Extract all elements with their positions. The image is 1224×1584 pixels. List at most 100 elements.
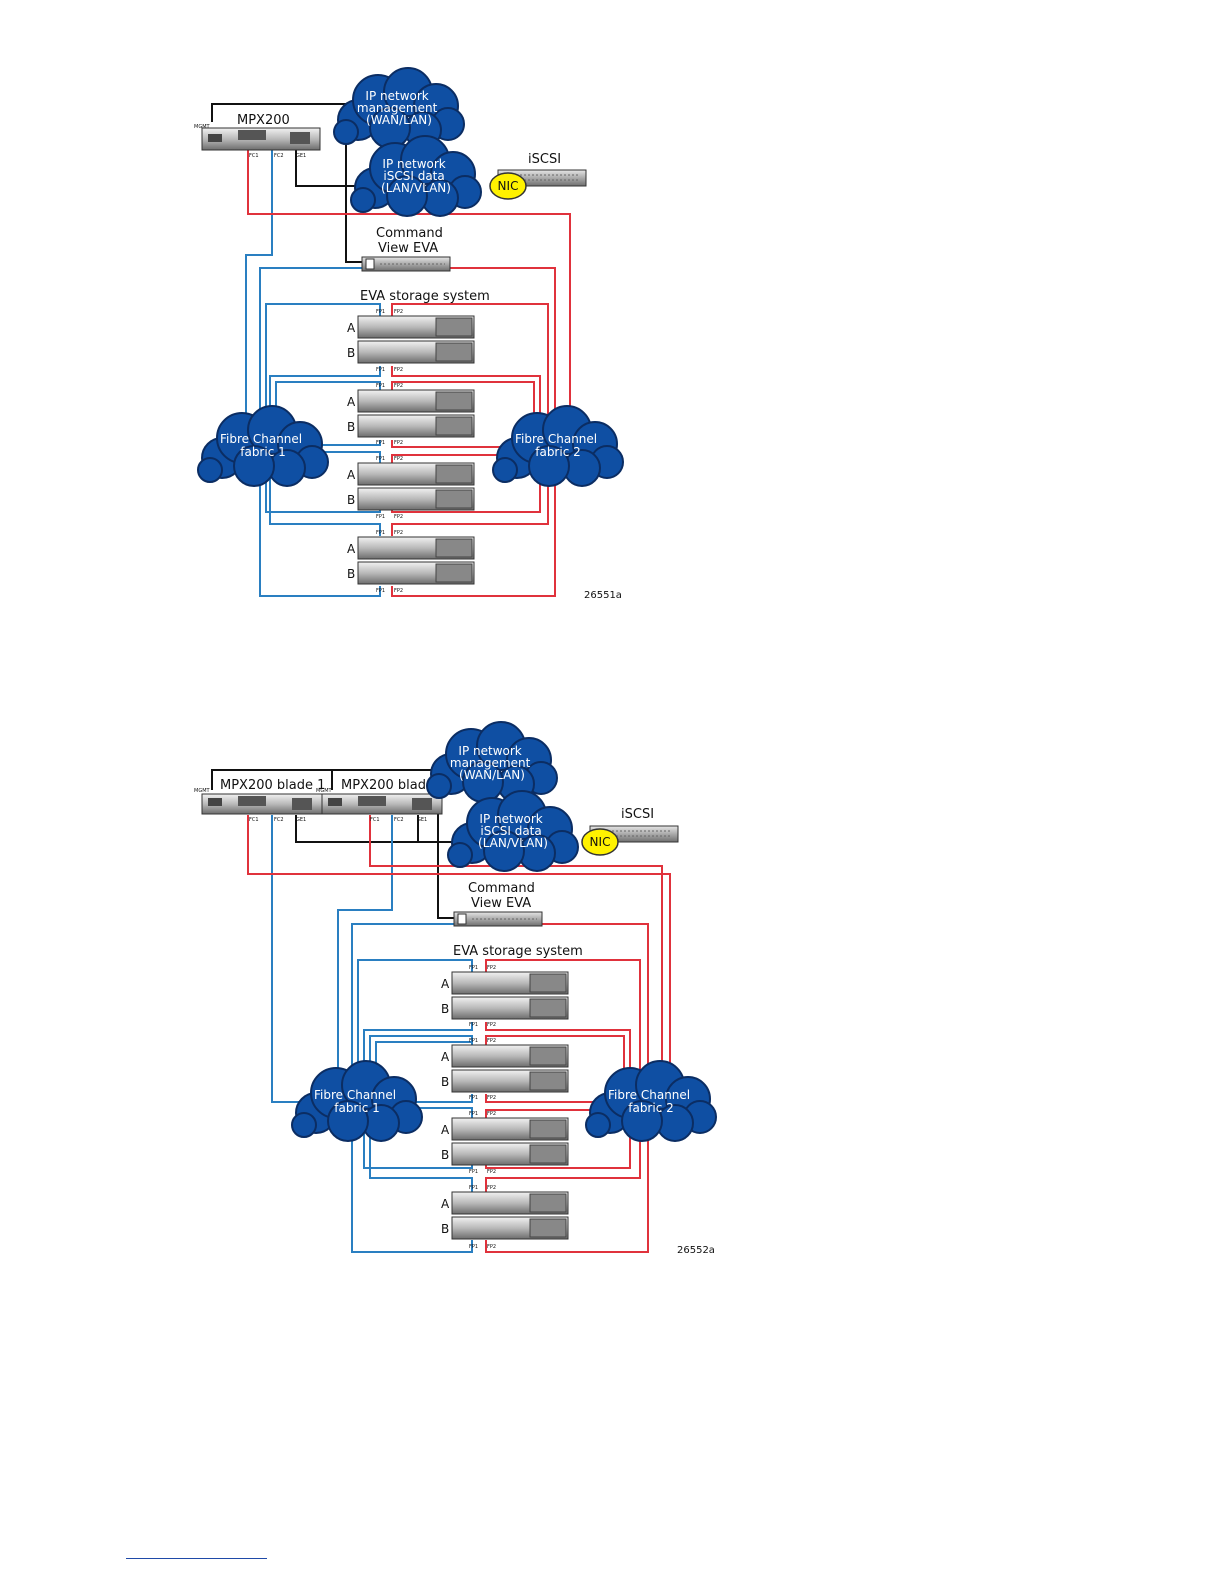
figure-id: 26551a [584, 590, 622, 601]
controller-a-label: A [347, 468, 356, 482]
eva-pair-1: A B FP1 FP2 FP1 FP2 [347, 309, 475, 373]
cloud-mgmt-line1: IP network [458, 744, 521, 758]
fp2-label: FP2 [487, 1022, 496, 1028]
svg-text:IP network management: IP network management (WAN/LAN) [450, 744, 534, 782]
port-ge1-label: GE1 [296, 817, 306, 823]
mpx200-blade2-label: MPX200 blade 2 [341, 778, 446, 793]
fp1-label: FP1 [469, 965, 478, 971]
controller-a-label: A [441, 977, 450, 991]
cloud-mgmt-line2: management [357, 101, 438, 115]
cloud-mgmt-line3: (WAN/LAN) [459, 768, 525, 782]
fp2-label: FP2 [394, 588, 403, 594]
nic-badge [489, 172, 527, 200]
diagram-dual-blade: MPX200 blade 1 MGMT FC1 FC2 GE1 MPX200 b… [194, 721, 717, 1256]
fp1-label: FP1 [376, 530, 385, 536]
ethernet-cables [211, 103, 370, 263]
fp1-label: FP1 [469, 1095, 478, 1101]
port-fc1-label: FC1 [249, 817, 259, 823]
mpx200-label: MPX200 [237, 113, 290, 128]
fp2-label: FP2 [394, 456, 403, 462]
fp2-label: FP2 [487, 1038, 496, 1044]
controller-b-label: B [441, 1002, 449, 1016]
eva-storage-label: EVA storage system [453, 944, 583, 959]
figure-id: 26552a [677, 1245, 715, 1256]
controller-a-label: A [347, 395, 356, 409]
controller-a-label: A [441, 1050, 450, 1064]
port-fc1-label: FC1 [370, 817, 380, 823]
port-fc2-label: FC2 [274, 817, 284, 823]
cv-label-line2: View EVA [471, 896, 531, 911]
fp2-label: FP2 [394, 514, 403, 520]
cloud-mgmt-line1: IP network [365, 89, 428, 103]
eva-pair-3: A B FP1 FP2 FP1 FP2 [347, 456, 475, 520]
cloud-iscsi-line3: (LAN/VLAN) [381, 181, 451, 195]
footnote-rule [126, 1558, 267, 1559]
nic-label: NIC [590, 835, 611, 849]
fp1-label: FP1 [376, 456, 385, 462]
port-fc2-label: FC2 [394, 817, 404, 823]
fp1-label: FP1 [469, 1244, 478, 1250]
controller-a-label: A [347, 542, 356, 556]
fp2-label: FP2 [487, 965, 496, 971]
eva-pair-4: A B FP1 FP2 FP1 FP2 [441, 1185, 569, 1250]
controller-b-label: B [441, 1075, 449, 1089]
fp2-label: FP2 [394, 383, 403, 389]
fp2-label: FP2 [394, 367, 403, 373]
cloud-iscsi-line1: IP network [479, 812, 542, 826]
cv-label-line1: Command [468, 881, 535, 896]
fabric1-cables [271, 815, 473, 1253]
fp1-label: FP1 [469, 1022, 478, 1028]
mgmt-port-label: MGMT [194, 124, 211, 130]
fp1-label: FP1 [376, 440, 385, 446]
controller-a-label: A [347, 321, 356, 335]
svg-text:Fibre Channel fabric 2: Fibre Channel fabric 2 [608, 1088, 694, 1115]
mgmt-port-label: MGMT [194, 788, 211, 794]
fp2-label: FP2 [487, 1095, 496, 1101]
eva-storage-label: EVA storage system [360, 289, 490, 304]
port-fc1-label: FC1 [249, 153, 259, 159]
fabric1-cables [245, 148, 381, 597]
fabric1-line2: fabric 1 [240, 445, 286, 459]
fp1-label: FP1 [469, 1111, 478, 1117]
eva-storage-system: A B FP1 FP2 FP1 FP2 A B FP1 FP2 FP1 FP2 [441, 965, 569, 1250]
controller-a-label: A [441, 1197, 450, 1211]
ethernet-cables [211, 769, 462, 919]
fp1-label: FP1 [376, 588, 385, 594]
nic-badge [581, 828, 619, 856]
fp2-label: FP2 [487, 1111, 496, 1117]
command-view-eva-server: Command View EVA [361, 226, 451, 272]
fabric2-line2: fabric 2 [535, 445, 581, 459]
cloud-iscsi-line1: IP network [382, 157, 445, 171]
iscsi-label: iSCSI [528, 152, 561, 167]
port-ge1-label: GE1 [296, 153, 306, 159]
nic-label: NIC [498, 179, 519, 193]
fabric1-line1: Fibre Channel [314, 1088, 396, 1102]
controller-a-label: A [441, 1123, 450, 1137]
svg-text:Fibre Channel fabric 1: Fibre Channel fabric 1 [314, 1088, 400, 1115]
mpx200-blade1-label: MPX200 blade 1 [220, 778, 325, 793]
fp2-label: FP2 [487, 1185, 496, 1191]
fp2-label: FP2 [487, 1244, 496, 1250]
eva-pair-2: A B FP1 FP2 FP1 FP2 [441, 1038, 569, 1101]
iscsi-label: iSCSI [621, 807, 654, 822]
mpx200-device: MPX200 MGMT FC1 FC2 GE1 [194, 113, 321, 159]
eva-storage-system: A B FP1 FP2 FP1 FP2 A B FP1 FP2 FP1 FP2 [347, 309, 475, 594]
fabric2-line1: Fibre Channel [608, 1088, 690, 1102]
fp1-label: FP1 [376, 309, 385, 315]
port-fc2-label: FC2 [274, 153, 284, 159]
fabric2-line1: Fibre Channel [515, 432, 597, 446]
controller-b-label: B [347, 420, 355, 434]
fabric2-cables [247, 815, 671, 1253]
eva-pair-3: A B FP1 FP2 FP1 FP2 [441, 1111, 569, 1175]
eva-pair-4: A B FP1 FP2 FP1 FP2 [347, 530, 475, 594]
fp1-label: FP1 [376, 514, 385, 520]
fabric2-line2: fabric 2 [628, 1101, 674, 1115]
controller-b-label: B [441, 1148, 449, 1162]
fp2-label: FP2 [487, 1169, 496, 1175]
fp1-label: FP1 [376, 383, 385, 389]
eva-pair-2: A B FP1 FP2 FP1 FP2 [347, 383, 475, 446]
command-view-eva-server: Command View EVA [453, 881, 543, 927]
controller-b-label: B [347, 346, 355, 360]
iscsi-server: iSCSI NIC [581, 807, 679, 856]
